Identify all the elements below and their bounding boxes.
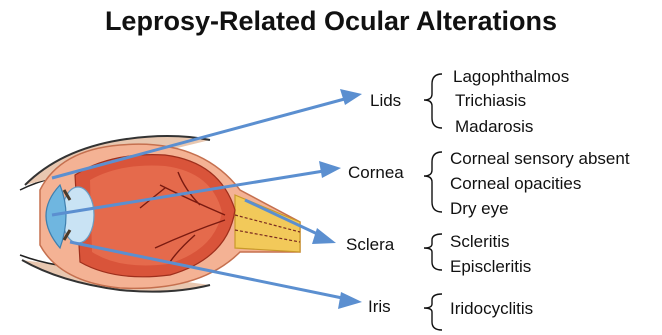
arrow-head-cornea [319, 161, 341, 178]
brace-iris [424, 294, 442, 330]
category-label-sclera: Sclera [346, 235, 395, 254]
brace-lids [424, 74, 442, 128]
brace-sclera [424, 234, 442, 270]
brace-cornea [424, 152, 442, 212]
item-trichiasis: Trichiasis [455, 91, 526, 110]
arrow-head-sclera [312, 228, 336, 244]
item-corneal-sensory-absent: Corneal sensory absent [450, 149, 630, 168]
diagram-title: Leprosy-Related Ocular Alterations [105, 6, 557, 36]
item-scleritis: Scleritis [450, 232, 510, 251]
category-label-cornea: Cornea [348, 163, 404, 182]
item-iridocyclitis: Iridocyclitis [450, 299, 533, 318]
item-lagophthalmos: Lagophthalmos [453, 67, 569, 86]
item-episcleritis: Episcleritis [450, 257, 531, 276]
category-label-lids: Lids [370, 91, 401, 110]
category-label-iris: Iris [368, 297, 391, 316]
arrow-head-lids [340, 89, 362, 105]
item-dry-eye: Dry eye [450, 199, 509, 218]
item-madarosis: Madarosis [455, 117, 533, 136]
item-corneal-opacities: Corneal opacities [450, 174, 581, 193]
optic-nerve [235, 195, 300, 252]
arrow-head-iris [338, 292, 362, 309]
